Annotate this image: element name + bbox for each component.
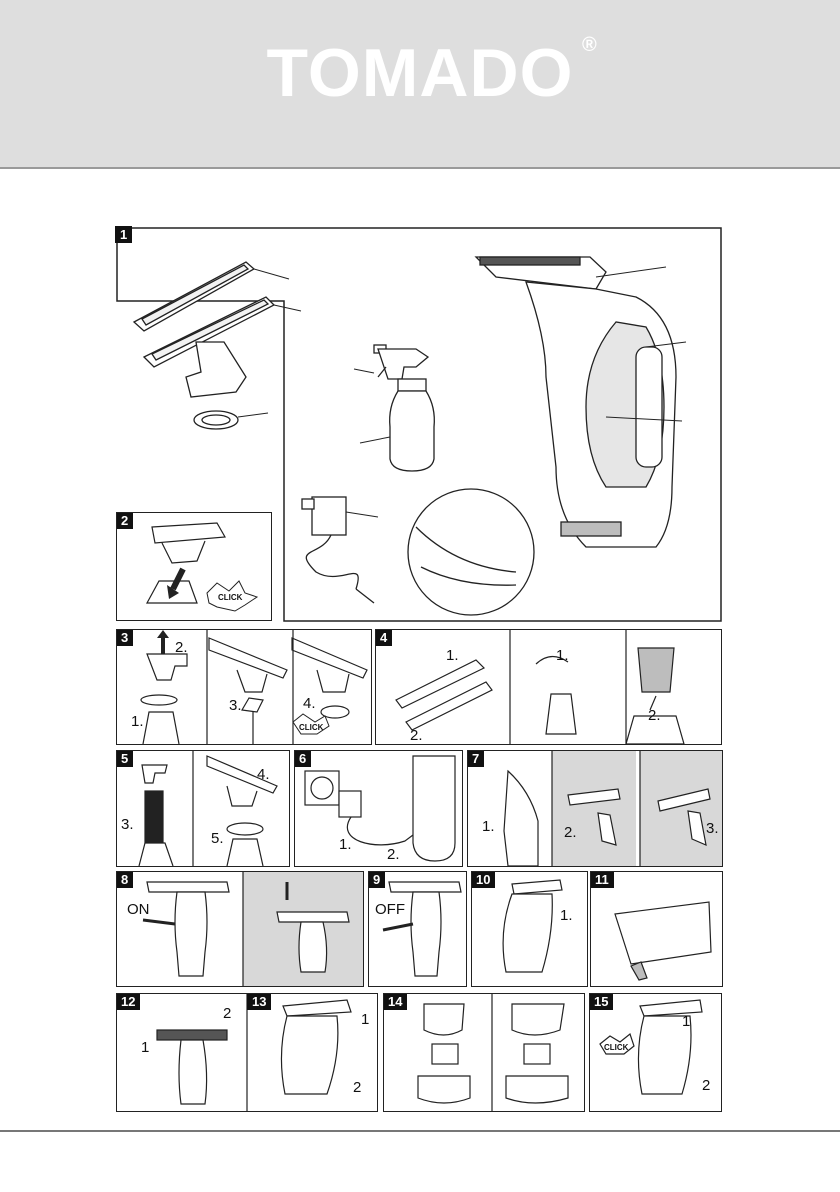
on-label: ON: [127, 901, 150, 918]
step-number-5: 5: [116, 750, 133, 767]
step-number-1: 1: [115, 226, 132, 243]
step-label-1: 1.: [482, 818, 495, 835]
brand-logo: TOMADO ®: [0, 34, 840, 112]
step-number-8: 8: [116, 871, 133, 888]
step-number-6: 6: [294, 750, 311, 767]
panel-11: 11: [590, 871, 723, 987]
step-label-1: 1.: [556, 647, 569, 664]
step-label-2: 2: [223, 1005, 231, 1022]
panel-10: 1. 10: [471, 871, 588, 987]
step-label-1: 1: [141, 1039, 149, 1056]
detail-circle-icon: [408, 489, 534, 615]
step-label-1: 1.: [560, 907, 573, 924]
header: TOMADO ®: [0, 0, 840, 169]
spray-and-scrub-illustration: 1. 2. 3.: [468, 751, 722, 866]
step-number-2: 2: [116, 512, 133, 529]
rotate-device-illustration: 1.: [472, 872, 587, 986]
step-number-4: 4: [375, 629, 392, 646]
step-number-15: 15: [589, 993, 613, 1010]
panel-3: 2. 1. 3. 4. CLICK 3: [116, 629, 372, 745]
brand-name: TOMADO: [267, 35, 574, 111]
squeegee-blades-icon: [134, 262, 301, 397]
step-label-2: 2.: [564, 824, 577, 841]
fill-reservoir-illustration: 2. 1. 3. 4. CLICK: [117, 630, 371, 744]
step-label-1: 1.: [131, 713, 144, 730]
click-label: CLICK: [218, 593, 243, 602]
charging-illustration: 1. 2.: [295, 751, 462, 866]
tank-parts-illustration: [384, 994, 584, 1111]
step-label-2: 2.: [410, 727, 423, 744]
empty-tank-illustration: [591, 872, 722, 986]
step-label-4: 4.: [303, 695, 316, 712]
remove-blade-illustration: 2 1 1 2: [117, 994, 377, 1111]
attach-blade-illustration: CLICK: [117, 513, 271, 620]
step-number-13: 13: [247, 993, 271, 1010]
step-number-12: 12: [116, 993, 140, 1010]
reassemble-illustration: CLICK 1 2: [590, 994, 721, 1111]
step-label-4: 4.: [257, 766, 270, 783]
step-number-9: 9: [368, 871, 385, 888]
switch-on-illustration: ON: [117, 872, 363, 986]
step-number-7: 7: [467, 750, 484, 767]
step-label-2: 2.: [648, 707, 661, 724]
step-number-3: 3: [116, 629, 133, 646]
step-label-5: 5.: [211, 830, 224, 847]
footer-divider: [0, 1130, 840, 1132]
refill-tap-illustration: 3. 4. 5.: [117, 751, 289, 866]
click-label: CLICK: [299, 723, 324, 732]
off-label: OFF: [375, 901, 405, 918]
cleaning-solution-illustration: 1. 2. 1. 2.: [376, 630, 721, 744]
panel-12-13: 2 1 1 2 12 13: [116, 993, 378, 1112]
step-label-2: 2: [353, 1079, 361, 1096]
step-label-1: 1.: [446, 647, 459, 664]
panel-15: CLICK 1 2 15: [589, 993, 722, 1112]
step-label-2: 2.: [387, 846, 400, 863]
step-number-11: 11: [590, 871, 614, 888]
panel-2: CLICK 2: [116, 512, 272, 621]
panel-9: OFF 9: [368, 871, 467, 987]
panel-8: ON 8: [116, 871, 364, 987]
step-label-3: 3.: [229, 697, 242, 714]
panel-14: 14: [383, 993, 585, 1112]
ring-icon: [194, 411, 268, 429]
panel-7: 1. 2. 3. 7: [467, 750, 723, 867]
power-adapter-icon: [302, 497, 378, 603]
registered-mark: ®: [582, 34, 597, 57]
step-label-2: 2.: [175, 639, 188, 656]
step-label-1: 1: [361, 1011, 369, 1028]
panel-6: 1. 2. 6: [294, 750, 463, 867]
panel-4: 1. 2. 1. 2. 4: [375, 629, 722, 745]
panel-5: 3. 4. 5. 5: [116, 750, 290, 867]
step-label-2: 2: [702, 1077, 710, 1094]
step-label-3: 3.: [121, 816, 134, 833]
step-number-10: 10: [471, 871, 495, 888]
click-label: CLICK: [604, 1043, 629, 1052]
switch-off-illustration: OFF: [369, 872, 466, 986]
spray-bottle-icon: [354, 345, 434, 471]
step-label-3: 3.: [706, 820, 719, 837]
step-label-1: 1: [682, 1013, 690, 1030]
step-number-14: 14: [383, 993, 407, 1010]
step-label-1: 1.: [339, 836, 352, 853]
